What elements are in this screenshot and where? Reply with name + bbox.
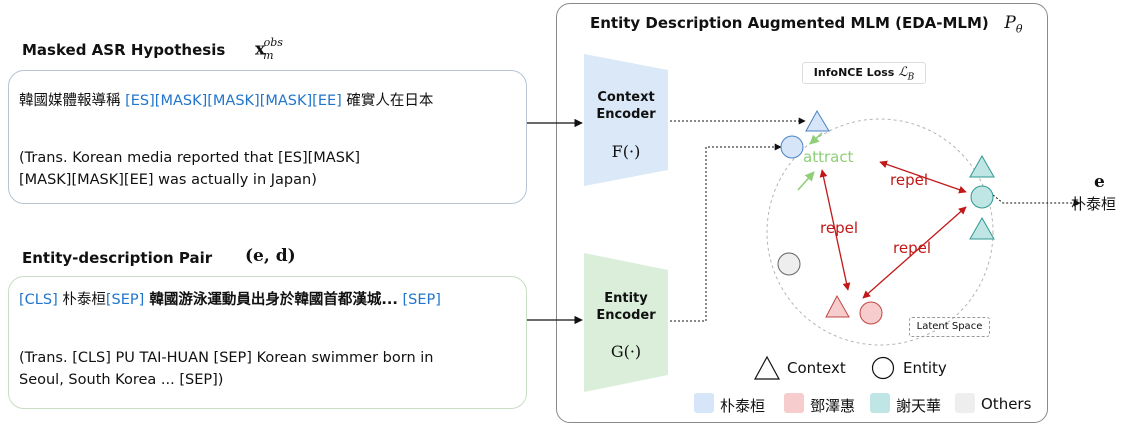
entity-circle-teal [970, 185, 994, 209]
repel-arrow-teal [879, 160, 967, 194]
repel-arrow-red [819, 169, 851, 291]
pair-symbol: (e, d) [245, 246, 296, 266]
entity-circle-blue [780, 135, 804, 159]
output-symbol: e [1094, 172, 1105, 192]
pair-translation-1: (Trans. [CLS] PU TAI-HUAN [SEP] Korean s… [19, 350, 434, 366]
context-encoder-fn: F(·) [611, 142, 641, 161]
infonce-loss-label: InfoNCE Loss ℒB [802, 62, 926, 84]
repel-label-2: repel [820, 219, 858, 237]
context-triangle-teal-2 [969, 216, 995, 240]
pair-box [8, 276, 527, 409]
entity-encoder-fn: G(·) [610, 342, 642, 361]
context-triangle-teal-1 [969, 154, 995, 178]
attract-arrow-top [809, 132, 823, 145]
attract-label: attract [803, 148, 854, 166]
legend-swatch-2 [784, 393, 804, 413]
repel-label-1: repel [890, 171, 928, 189]
entity-to-circle-connector [670, 143, 782, 322]
legend-entity-label: Entity [903, 359, 947, 377]
asr-translation-1: (Trans. Korean media reported that [ES][… [19, 150, 361, 166]
entity-encoder-shape [584, 253, 668, 392]
legend-circle-icon [871, 356, 895, 380]
legend-item-2: 鄧澤惠 [810, 397, 856, 415]
legend-item-4: Others [981, 395, 1032, 413]
repel-label-3: repel [893, 239, 931, 257]
latent-space-label: Latent Space [909, 317, 990, 337]
legend-context-label: Context [787, 359, 846, 377]
pair-translation-2: Seoul, South Korea ... [SEP]) [19, 372, 224, 388]
asr-heading: Masked ASR Hypothesis [22, 41, 226, 59]
legend-swatch-4 [955, 393, 975, 413]
asr-translation-2: [MASK][MASK][EE] was actually in Japan) [19, 172, 317, 188]
entity-circle-gray [777, 252, 801, 276]
attract-arrow-bottom [797, 171, 815, 191]
latent-space-circle [766, 118, 994, 346]
legend-item-3: 謝天華 [896, 397, 942, 415]
pair-chinese-line: [CLS] 朴泰桓[SEP] 韓國游泳運動員出身於韓國首都漢城... [SEP] [19, 292, 441, 308]
asr-chinese-line: 韓國媒體報導稱 [ES][MASK][MASK][MASK][EE] 確實人在日… [19, 93, 434, 109]
legend-triangle-icon [753, 355, 781, 380]
output-connector [992, 194, 1081, 207]
asr-symbol: xmobs [255, 36, 283, 63]
entity-circle-red [859, 301, 883, 325]
legend-swatch-3 [870, 393, 890, 413]
pair-heading: Entity-description Pair [22, 249, 213, 267]
context-triangle-red [825, 294, 850, 318]
legend-swatch-1 [694, 393, 714, 413]
panel-title: Entity Description Augmented MLM (EDA-ML… [590, 13, 1023, 36]
context-encoder-shape [584, 54, 668, 186]
legend-item-1: 朴泰桓 [720, 397, 766, 415]
repel-arrow-teal-red [862, 206, 967, 299]
context-triangle-blue [805, 109, 830, 132]
eda-mlm-panel [556, 3, 1048, 423]
output-entity: 朴泰桓 [1071, 195, 1117, 213]
asr-box [8, 70, 527, 204]
